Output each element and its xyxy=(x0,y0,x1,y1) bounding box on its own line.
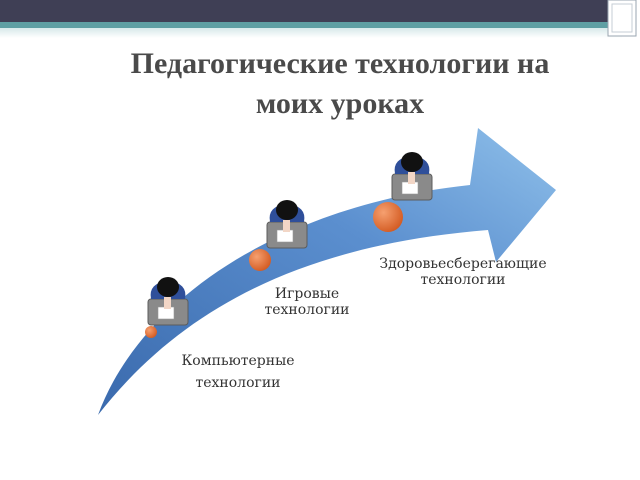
stage-label-line-2: технологии xyxy=(420,272,506,288)
stage-label-line-2: технологии xyxy=(195,375,281,391)
header-bar-dark xyxy=(0,0,622,22)
student-at-desk-icon xyxy=(391,151,433,201)
orange-ball-icon xyxy=(373,202,403,232)
stage-label-game: Игровые технологии xyxy=(252,286,362,318)
growth-arrow xyxy=(98,128,556,415)
student-at-desk-icon xyxy=(147,276,189,326)
orange-ball-icon xyxy=(249,249,271,271)
stage-label-line-1: Здоровьесберегающие xyxy=(379,256,547,272)
title-line-1: Педагогические технологии на xyxy=(130,47,550,80)
slide-title: Педагогические технологии на моих уроках xyxy=(40,44,640,124)
header-bar-fade xyxy=(0,28,622,38)
orange-ball-icon xyxy=(145,326,157,338)
stage-label-line-2: технологии xyxy=(264,302,350,318)
stage-label-line-1: Игровые xyxy=(274,286,340,302)
title-line-2: моих уроках xyxy=(255,87,425,120)
stage-label-line-1: Компьютерные xyxy=(181,353,295,369)
stage-label-computer: Компьютерные технологии xyxy=(168,350,308,394)
stage-label-health: Здоровьесберегающие технологии xyxy=(368,256,558,288)
header-bar-teal xyxy=(0,22,622,28)
corner-decoration xyxy=(607,0,637,37)
student-at-desk-icon xyxy=(266,199,308,249)
